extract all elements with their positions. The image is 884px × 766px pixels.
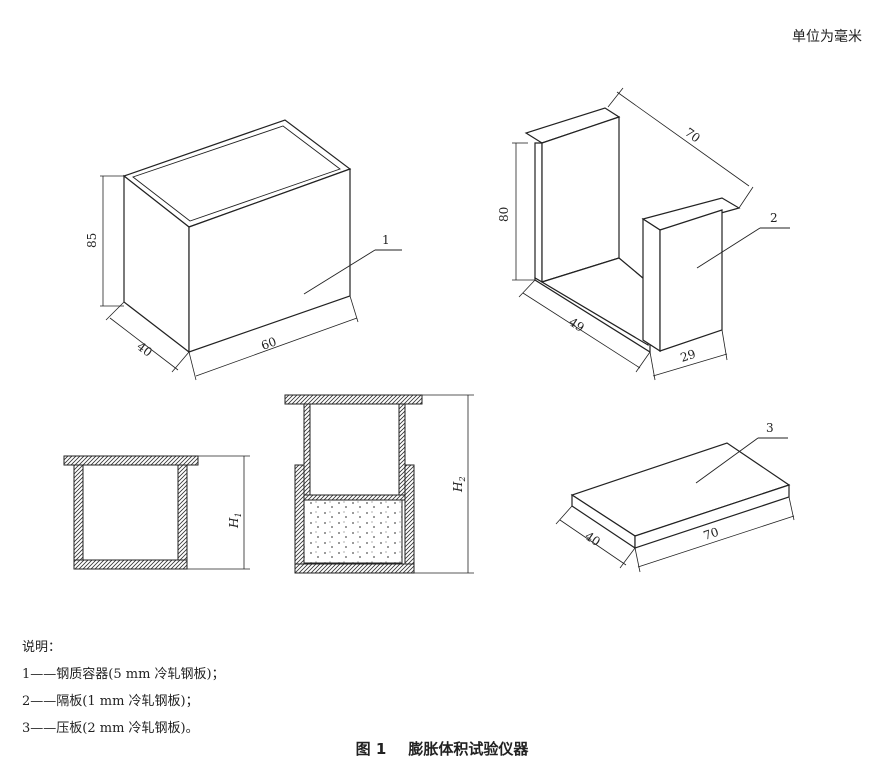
dim-box-height: 85 [85, 233, 99, 248]
section-h2-outer-bottom [294, 563, 415, 574]
section-h1-dimension [187, 455, 250, 570]
steel-container-isometric [122, 119, 402, 354]
leader-line-2 [696, 227, 761, 269]
section-h2-sample [303, 498, 403, 564]
dim-partition-length: 49 [566, 315, 586, 335]
dim-partition-height: 80 [497, 207, 511, 222]
partition-dimension-lines [512, 87, 754, 381]
container-dimension-lines [100, 175, 359, 381]
legend-heading: 说明： [22, 640, 62, 655]
legend: 说明： 1——钢质容器(5 mm 冷轧钢板)； 2——隔板(1 mm 冷轧钢板)… [22, 634, 225, 742]
dim-h2: H2 [451, 476, 467, 493]
section-h2-outer-left [294, 464, 305, 574]
section-h2-inner-bottom [303, 494, 406, 501]
section-view-h1 [63, 455, 199, 570]
section-h2-inner-left [303, 403, 311, 501]
figure-title: 膨胀体积试验仪器 [408, 740, 529, 758]
container-top-rim [132, 125, 341, 222]
leader-line-1 [303, 249, 376, 295]
unit-note: 单位为毫米 [792, 29, 862, 45]
callout-1: 1 [382, 233, 390, 247]
section-h1-left-wall [73, 464, 84, 570]
section-h2-inner-right [398, 403, 406, 501]
partition-back-inner [541, 116, 620, 283]
section-h1-plate [63, 455, 199, 466]
partition-front-face [659, 209, 723, 352]
dim-plate-width: 70 [702, 525, 721, 543]
section-h2-dimension [414, 394, 474, 574]
legend-item-1: 1——钢质容器(5 mm 冷轧钢板)； [22, 667, 225, 682]
dim-plate-depth: 40 [582, 529, 602, 549]
dim-partition-depth: 29 [679, 347, 698, 365]
section-h2-plate [284, 394, 423, 405]
section-view-h2 [284, 394, 423, 574]
partition-front-wall [642, 217, 661, 353]
callout-3: 3 [766, 421, 774, 435]
partition-isometric [524, 107, 790, 354]
partition-back-wall [534, 142, 543, 284]
legend-item-2: 2——隔板(1 mm 冷轧钢板)； [22, 694, 199, 709]
dim-h1: H1 [227, 512, 243, 529]
pressure-plate-isometric [570, 437, 791, 550]
section-h1-right-wall [177, 464, 188, 570]
figure-caption: 图 1 膨胀体积试验仪器 [0, 738, 884, 759]
section-h2-outer-right [404, 464, 415, 574]
legend-item-3: 3——压板(2 mm 冷轧钢板)。 [22, 721, 199, 736]
plate-dimension-lines [555, 496, 795, 573]
dim-box-depth: 40 [134, 339, 155, 359]
figure-number: 图 1 [355, 740, 387, 758]
dim-box-width: 60 [259, 334, 278, 352]
dim-partition-width: 70 [682, 125, 703, 145]
leader-line-3 [695, 437, 759, 484]
callout-2: 2 [770, 211, 778, 225]
section-h1-bottom [73, 559, 188, 570]
